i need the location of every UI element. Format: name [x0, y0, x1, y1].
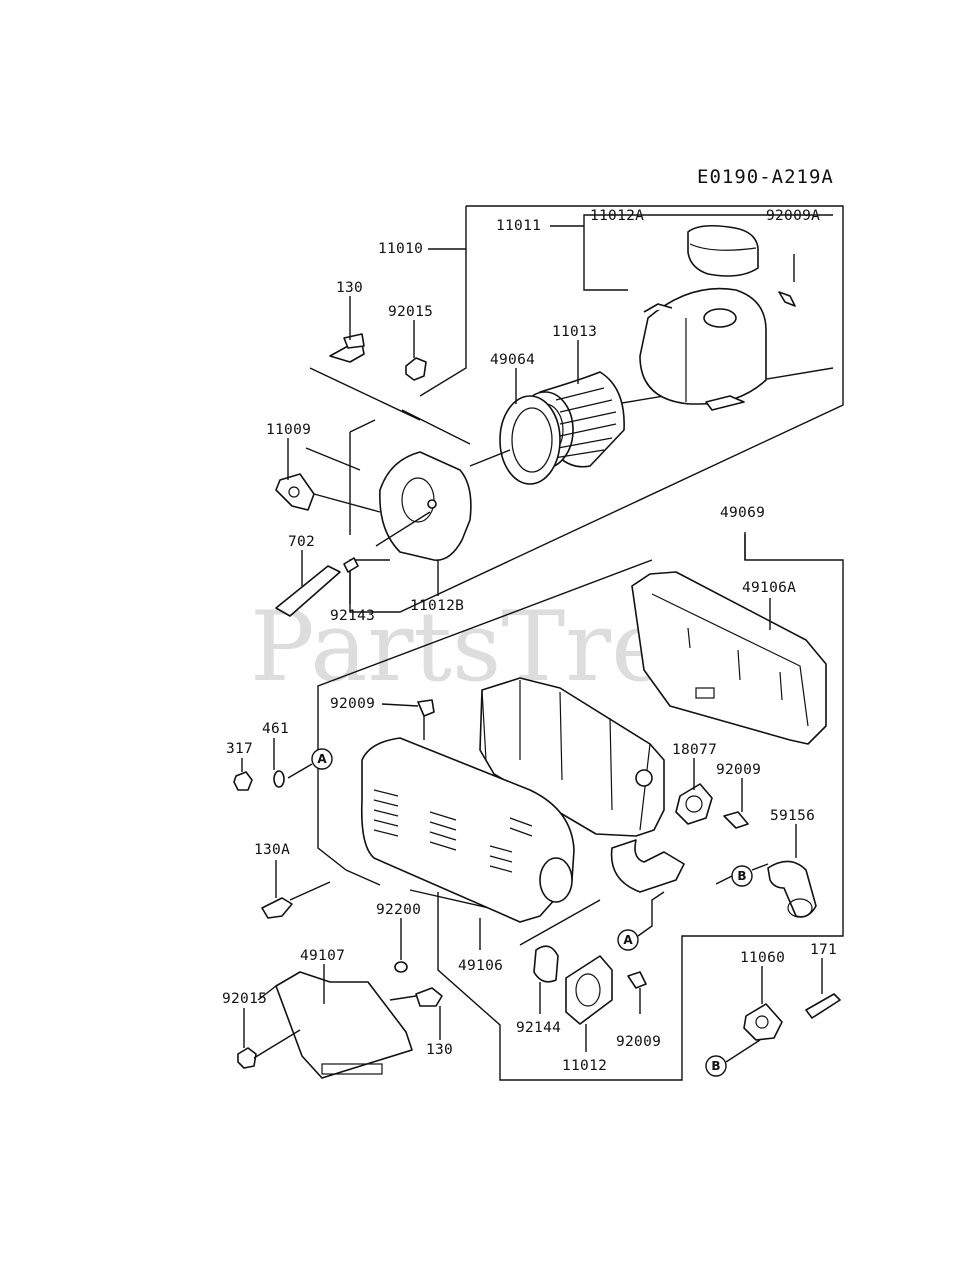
label-11012a[interactable]: 11012A [590, 208, 644, 224]
svg-text:B: B [737, 869, 746, 883]
label-130-top[interactable]: 130 [336, 280, 363, 296]
exhaust-pipe-part[interactable] [610, 839, 685, 893]
nut-317-part[interactable] [233, 771, 253, 791]
screw-92009-mid-part[interactable] [417, 699, 435, 740]
bolt-130a-part[interactable] [261, 897, 293, 919]
label-49107[interactable]: 49107 [300, 948, 345, 964]
muffler-body-part[interactable] [479, 677, 665, 837]
screw-92009a-part[interactable] [778, 254, 796, 307]
label-49106a[interactable]: 49106A [742, 580, 796, 596]
svg-text:B: B [711, 1059, 720, 1073]
label-92009-right[interactable]: 92009 [716, 762, 761, 778]
housing-11011-part[interactable] [639, 287, 767, 411]
guard-49107-part[interactable] [275, 971, 413, 1079]
callout-b-1: B [731, 865, 753, 887]
label-92009a[interactable]: 92009A [766, 208, 820, 224]
label-92009-bottom[interactable]: 92009 [616, 1034, 661, 1050]
part-labels: 11010 11011 11012A 92009A 130 92015 1101… [222, 208, 837, 1074]
label-11060[interactable]: 11060 [740, 950, 785, 966]
precleaner-49064-part[interactable] [499, 395, 561, 485]
label-130a[interactable]: 130A [254, 842, 290, 858]
heat-shield-49106a-part[interactable] [631, 571, 827, 745]
stud-171-part[interactable] [805, 993, 841, 1019]
screw-92009-right-part[interactable] [723, 811, 749, 829]
label-461[interactable]: 461 [262, 721, 289, 737]
bolt-130-top-part[interactable] [329, 333, 365, 363]
clamp-92144-part[interactable] [533, 945, 559, 983]
callout-b-2: B [705, 1055, 727, 1077]
gasket-11009-part[interactable] [275, 473, 315, 511]
elbow-59156-part[interactable] [767, 860, 817, 918]
label-59156[interactable]: 59156 [770, 808, 815, 824]
label-49064[interactable]: 49064 [490, 352, 535, 368]
label-11012b[interactable]: 11012B [410, 598, 464, 614]
label-11013[interactable]: 11013 [552, 324, 597, 340]
base-11012b-part[interactable] [379, 451, 472, 561]
label-702[interactable]: 702 [288, 534, 315, 550]
callout-a-1: A [311, 748, 333, 770]
label-92009-mid[interactable]: 92009 [330, 696, 375, 712]
label-11010[interactable]: 11010 [378, 241, 423, 257]
callout-a-2: A [617, 929, 639, 951]
label-92015-bottom[interactable]: 92015 [222, 991, 267, 1007]
nut-92015-bottom-part[interactable] [237, 1047, 257, 1069]
rod-702-part[interactable] [275, 565, 341, 617]
label-11009[interactable]: 11009 [266, 422, 311, 438]
label-49069[interactable]: 49069 [720, 505, 765, 521]
label-92200[interactable]: 92200 [376, 902, 421, 918]
label-130-bottom[interactable]: 130 [426, 1042, 453, 1058]
label-92143[interactable]: 92143 [330, 608, 375, 624]
svg-text:A: A [623, 933, 633, 947]
diagram-code: E0190-A219A [697, 166, 834, 188]
label-18077[interactable]: 18077 [672, 742, 717, 758]
screw-92009-bottom-part[interactable] [627, 971, 647, 989]
washer-92200-part[interactable] [394, 961, 408, 973]
nut-92015-top-part[interactable] [405, 357, 427, 381]
label-92015-top[interactable]: 92015 [388, 304, 433, 320]
gasket-11060-part[interactable] [743, 1003, 783, 1041]
label-317[interactable]: 317 [226, 741, 253, 757]
flange-11012-part[interactable] [565, 955, 613, 1025]
cover-11012a-part[interactable] [687, 224, 759, 277]
label-92144[interactable]: 92144 [516, 1020, 561, 1036]
bolt-130-bottom-part[interactable] [415, 987, 443, 1007]
svg-text:A: A [317, 752, 327, 766]
label-11011[interactable]: 11011 [496, 218, 541, 234]
leader-lines [241, 296, 823, 1063]
gasket-18077-part[interactable] [675, 783, 713, 825]
clip-92143-part[interactable] [343, 557, 359, 573]
washer-461-part[interactable] [273, 770, 285, 788]
label-11012[interactable]: 11012 [562, 1058, 607, 1074]
muffler-cover-49106-part[interactable] [360, 737, 575, 923]
label-49106[interactable]: 49106 [458, 958, 503, 974]
label-171[interactable]: 171 [810, 942, 837, 958]
